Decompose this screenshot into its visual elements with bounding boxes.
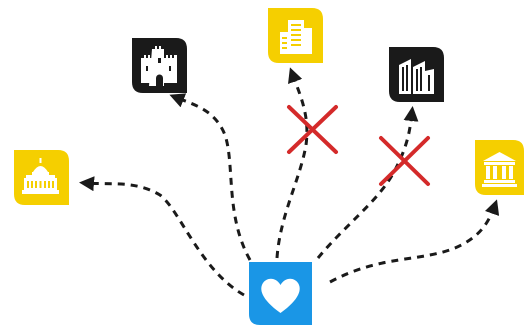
heart-tile [249,262,312,325]
office-building-tile [268,8,323,63]
office-building-icon [268,8,323,63]
blocked-mark-office [287,105,338,154]
capitol-building-tile [14,150,69,205]
path-to-skyscrapers [316,106,419,259]
bank-tile [475,140,524,195]
skyscrapers-tile [389,47,444,102]
path-to-bank [329,199,500,284]
path-to-capitol [79,176,245,297]
heart-icon [249,262,312,325]
castle-icon [132,38,187,93]
path-to-castle [169,93,252,261]
skyscrapers-icon [389,47,444,102]
path-to-office [275,67,309,259]
blocked-mark-skyscrapers [379,136,430,186]
castle-tile [132,38,187,93]
bank-icon [475,140,524,195]
capitol-building-icon [14,150,69,205]
